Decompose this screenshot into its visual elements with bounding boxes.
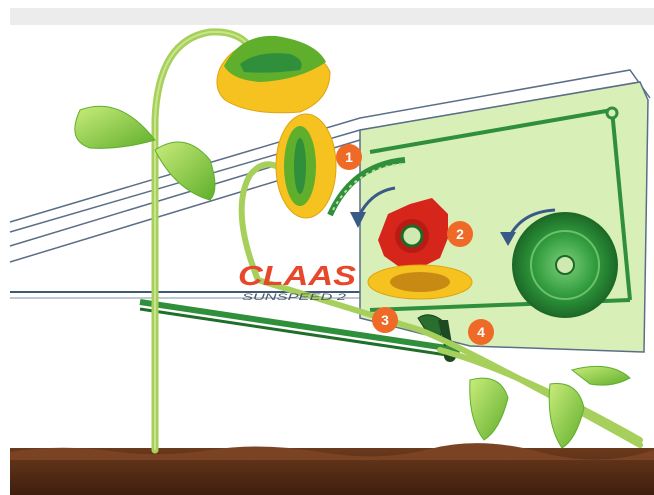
callout-2-label: 2 bbox=[456, 226, 464, 242]
cut-flower-head bbox=[368, 265, 472, 299]
callout-1-label: 1 bbox=[345, 149, 353, 165]
callout-1: 1 bbox=[336, 144, 362, 170]
brand-logo-subtext: SUNSPEED 2 bbox=[242, 292, 346, 302]
transport-drum bbox=[513, 213, 617, 317]
lower-stems-and-leaves bbox=[440, 350, 640, 448]
callout-4-label: 4 bbox=[477, 324, 485, 340]
soil bbox=[10, 443, 654, 495]
callout-2: 2 bbox=[447, 221, 473, 247]
brand-logo-text: CLAAS bbox=[238, 260, 356, 291]
claas-logo: CLAAS SUNSPEED 2 bbox=[238, 260, 356, 302]
callout-3-label: 3 bbox=[381, 312, 389, 328]
callout-4: 4 bbox=[468, 319, 494, 345]
tall-sunflower-plant bbox=[75, 32, 330, 450]
callout-3: 3 bbox=[372, 307, 398, 333]
